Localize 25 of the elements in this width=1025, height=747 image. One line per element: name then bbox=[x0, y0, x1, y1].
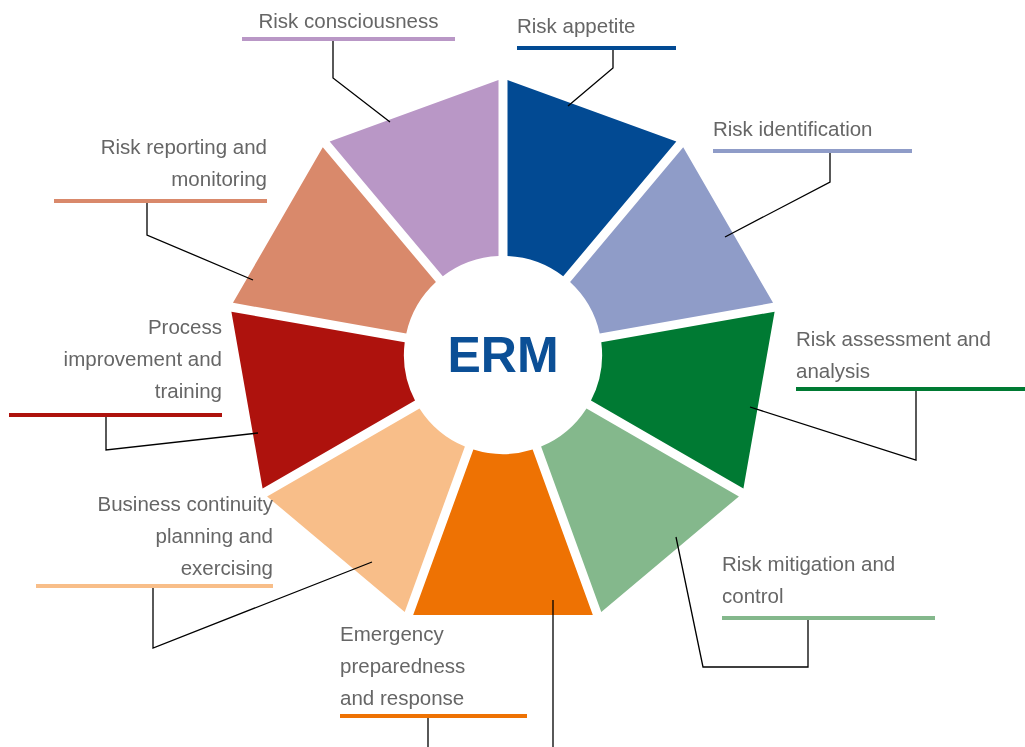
label-text: Risk mitigation and control bbox=[722, 551, 897, 609]
label-text: Risk appetite bbox=[517, 13, 636, 39]
leader-line bbox=[427, 599, 554, 747]
center-title: ERM bbox=[447, 326, 559, 384]
leader-line bbox=[332, 40, 391, 123]
label-text: Risk assessment and analysis bbox=[796, 326, 992, 384]
leader-line bbox=[146, 202, 254, 281]
label-text: Risk identification bbox=[713, 116, 873, 142]
wedge-segment bbox=[231, 311, 415, 489]
wedge-segment bbox=[570, 147, 774, 334]
label-text: Process improvement and training bbox=[62, 314, 222, 404]
leader-line bbox=[105, 416, 259, 451]
wedge-segment bbox=[507, 80, 677, 277]
leader-line bbox=[724, 152, 831, 238]
leader-line bbox=[675, 536, 809, 668]
wedge-segment bbox=[329, 80, 499, 277]
leader-line bbox=[152, 561, 373, 649]
leader-line bbox=[749, 390, 917, 461]
label-text: Emergency preparedness and response bbox=[340, 621, 467, 711]
wedge-segment bbox=[413, 449, 593, 615]
leader-line bbox=[567, 49, 614, 107]
label-text: Business continuity planning and exercising bbox=[96, 491, 273, 581]
label-text: Risk reporting and monitoring bbox=[99, 134, 267, 192]
wedge-segment bbox=[591, 311, 775, 489]
label-text: Risk consciousness bbox=[258, 8, 439, 34]
